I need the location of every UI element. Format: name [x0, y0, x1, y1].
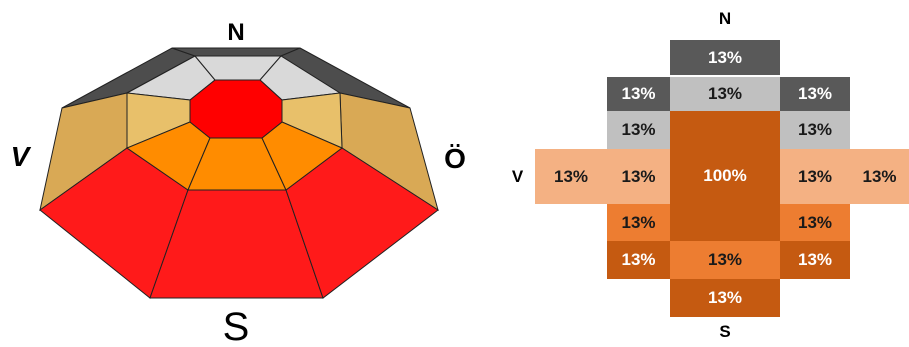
dome-label-north: N — [227, 19, 244, 46]
cell-west-inner: 13% — [607, 149, 670, 204]
cell-south-left: 13% — [607, 241, 670, 279]
dome-diagram: N V Ö S — [11, 19, 466, 347]
cell-west-outer: 13% — [535, 149, 607, 204]
grid-label-west: V — [511, 167, 524, 186]
cell-upper-right: 13% — [780, 111, 850, 149]
cell-north-top: 13% — [670, 40, 780, 75]
cell-south-center: 13% — [670, 241, 780, 279]
dome-label-west: V — [11, 141, 32, 172]
dome-label-east: Ö — [444, 143, 466, 174]
top-cap — [189, 79, 283, 139]
cell-north-center: 13% — [670, 77, 780, 111]
grid-label-north: N — [718, 9, 732, 28]
cell-lower-left: 13% — [607, 204, 670, 241]
cell-east-inner: 13% — [780, 149, 850, 204]
cell-east-outer: 13% — [850, 149, 909, 204]
cell-north-left: 13% — [607, 77, 670, 111]
cell-center: 100% — [670, 111, 780, 241]
cell-lower-right: 13% — [780, 204, 850, 241]
grid-label-south: S — [719, 322, 731, 341]
cell-north-right: 13% — [780, 77, 850, 111]
cell-south-bottom: 13% — [670, 279, 780, 317]
dome-label-south: S — [223, 305, 250, 347]
cell-upper-left: 13% — [607, 111, 670, 149]
cell-south-right: 13% — [780, 241, 850, 279]
